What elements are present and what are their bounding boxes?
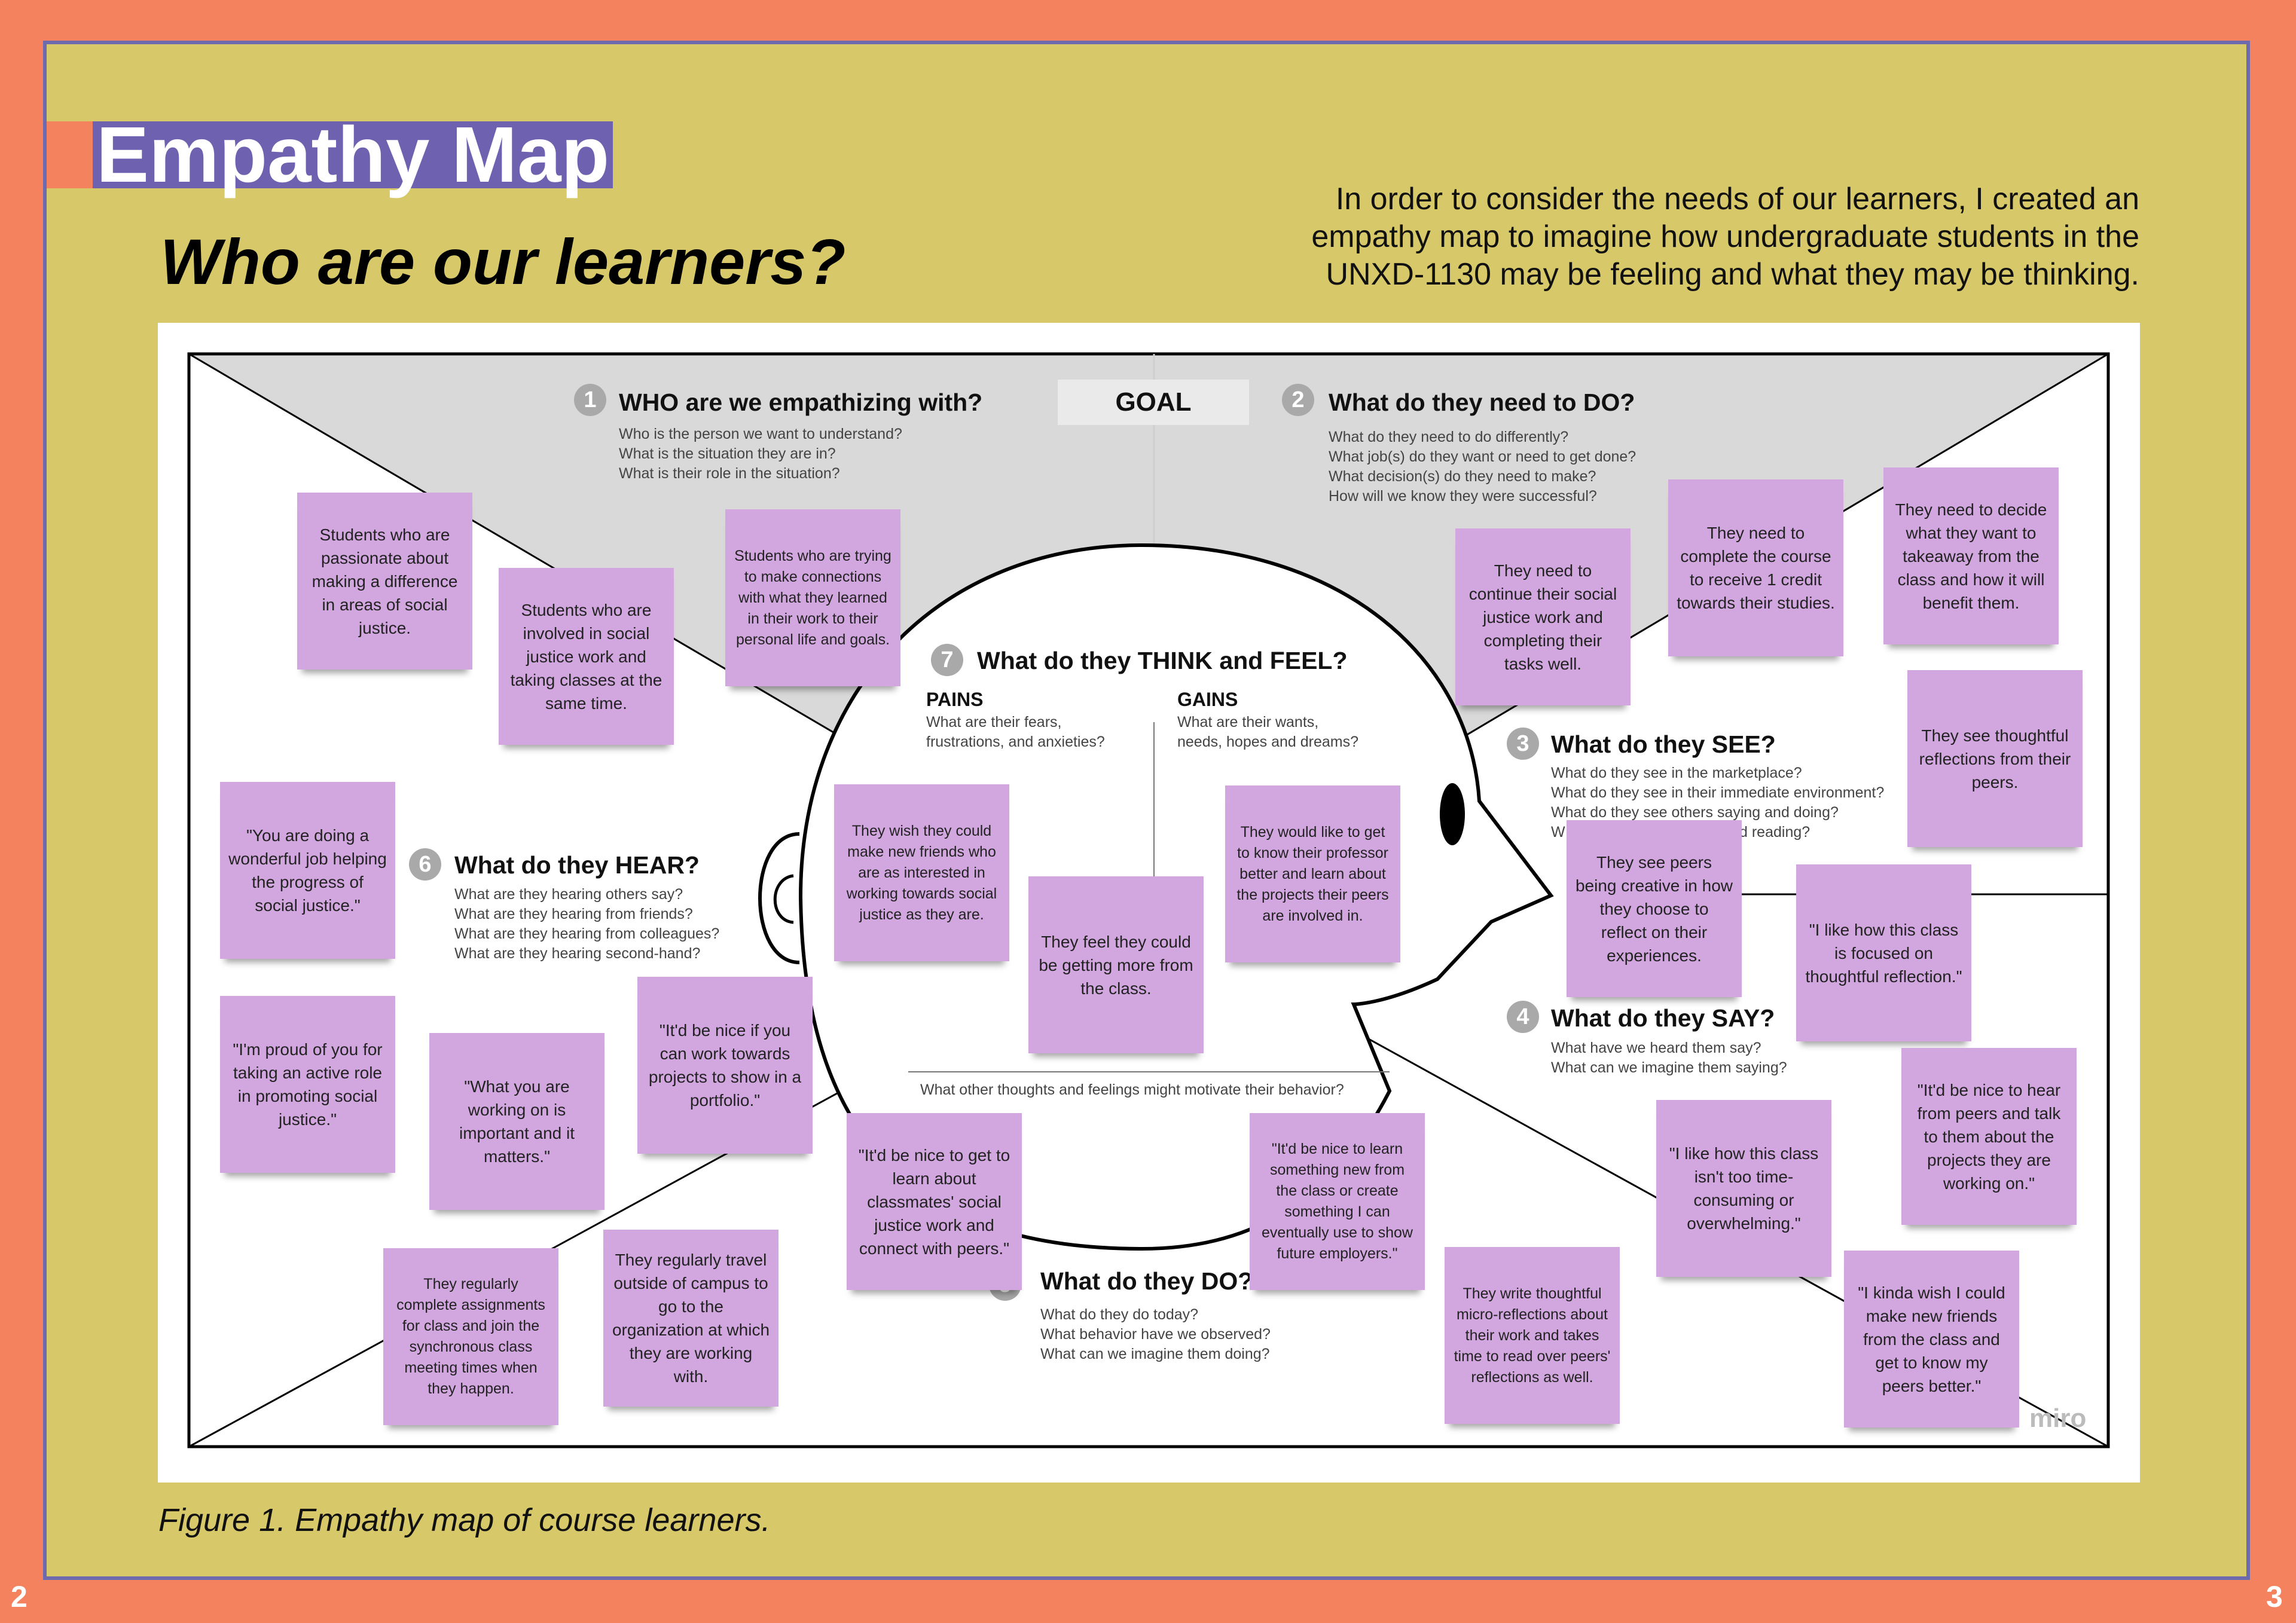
ear-icon <box>758 832 800 964</box>
page-number-right: 3 <box>2266 1580 2283 1613</box>
who-heading: WHO are we empathizing with? <box>619 389 983 416</box>
gains-questions: What are their wants, needs, hopes and d… <box>1177 713 1358 752</box>
intro-line: In order to consider the needs of our le… <box>1335 182 2139 216</box>
sticky-note-who-1: Students who are passionate about making… <box>297 493 472 670</box>
question: frustrations, and anxieties? <box>926 733 1105 750</box>
question: W <box>1551 824 1565 840</box>
say-heading: What do they SAY? <box>1551 1004 1775 1032</box>
question: What do they see in their immediate envi… <box>1551 784 1885 801</box>
sticky-note-pain-1: They wish they could make new friends wh… <box>834 784 1009 961</box>
sticky-note-hear-3: "What you are working on is important an… <box>429 1033 604 1210</box>
gains-label: GAINS <box>1177 689 1238 710</box>
question: What do they need to do differently? <box>1329 429 1569 445</box>
page-subtitle: Who are our learners? <box>160 225 846 298</box>
sticky-note-who-3: Students who are trying to make connecti… <box>725 509 900 686</box>
goal-label: GOAL <box>1058 380 1249 425</box>
ear-inner-icon <box>773 874 794 924</box>
sticky-note-motive-2: "It'd be nice to learn something new fro… <box>1250 1113 1425 1290</box>
question: What do they see others saying and doing… <box>1551 804 1839 821</box>
figure-caption: Figure 1. Empathy map of course learners… <box>158 1502 771 1538</box>
do-need-questions: What do they need to do differently? Wha… <box>1329 427 1636 506</box>
question: What are they hearing from colleagues? <box>454 925 720 942</box>
question: How will we know they were successful? <box>1329 488 1597 505</box>
sticky-note-see-1: They see thoughtful reflections from the… <box>1907 670 2083 847</box>
question: Who is the person we want to understand? <box>619 426 902 442</box>
question: What is the situation they are in? <box>619 445 836 462</box>
sticky-note-need-2: They need to complete the course to rece… <box>1668 479 1843 656</box>
who-questions: Who is the person we want to understand?… <box>619 424 902 484</box>
empathy-map-board: GOAL 1 WHO are we empathizing with? Who … <box>158 323 2140 1483</box>
sticky-note-say-3: "I like how this class isn't too time-co… <box>1656 1100 1831 1277</box>
do-today-heading: What do they DO? <box>1040 1267 1253 1295</box>
section-number-3: 3 <box>1507 728 1539 760</box>
sticky-note-hear-2: "I'm proud of you for taking an active r… <box>220 996 395 1173</box>
question: What are they hearing from friends? <box>454 906 693 922</box>
sticky-note-pain-2: They feel they could be getting more fro… <box>1028 876 1204 1053</box>
section-number-2: 2 <box>1282 384 1314 416</box>
say-questions: What have we heard them say? What can we… <box>1551 1038 1787 1078</box>
question: What can we imagine them saying? <box>1551 1059 1787 1076</box>
question: What are their fears, <box>926 714 1062 730</box>
miro-watermark: miro <box>2029 1404 2087 1433</box>
question: What are their wants, <box>1177 714 1319 730</box>
sticky-note-who-2: Students who are involved in social just… <box>499 568 674 745</box>
question: What do they see in the marketplace? <box>1551 765 1802 781</box>
question: What job(s) do they want or need to get … <box>1329 448 1636 465</box>
question: What are they hearing second-hand? <box>454 945 701 962</box>
title-accent-bar <box>47 121 94 188</box>
sticky-note-say-1: "I like how this class is focused on tho… <box>1796 864 1971 1041</box>
question: d reading? <box>1739 824 1810 840</box>
see-heading: What do they SEE? <box>1551 730 1776 758</box>
sticky-note-need-3: They need to decide what they want to ta… <box>1883 467 2059 644</box>
section-number-6: 6 <box>409 848 441 881</box>
sticky-note-do-1: They regularly complete assignments for … <box>383 1248 558 1425</box>
sticky-note-gain-1: They would like to get to know their pro… <box>1225 785 1400 962</box>
think-feel-heading: What do they THINK and FEEL? <box>977 647 1348 674</box>
eye-icon <box>1440 783 1465 845</box>
section-number-1: 1 <box>574 384 606 416</box>
motivation-question: What other thoughts and feelings might m… <box>920 1081 1344 1098</box>
sticky-note-do-2: They regularly travel outside of campus … <box>603 1230 778 1407</box>
sticky-note-hear-4: "It'd be nice if you can work towards pr… <box>637 977 813 1154</box>
page-number-left: 2 <box>11 1580 28 1613</box>
intro-line: empathy map to imagine how undergraduate… <box>1311 219 2139 254</box>
sticky-note-say-2: "It'd be nice to hear from peers and tal… <box>1901 1048 2077 1225</box>
sticky-note-hear-1: "You are doing a wonderful job helping t… <box>220 782 395 959</box>
sticky-note-see-2: They see peers being creative in how the… <box>1567 820 1742 997</box>
see-questions: What do they see in the marketplace? Wha… <box>1551 763 1884 842</box>
question: What behavior have we observed? <box>1040 1326 1271 1343</box>
do-need-heading: What do they need to DO? <box>1329 389 1635 416</box>
hear-questions: What are they hearing others say? What a… <box>454 885 719 964</box>
sticky-note-do-3: They write thoughtful micro-reflections … <box>1445 1247 1620 1424</box>
pains-label: PAINS <box>926 689 984 710</box>
section-number-4: 4 <box>1507 1001 1539 1033</box>
page-title: Empathy Map <box>93 115 613 194</box>
hear-heading: What do they HEAR? <box>454 851 700 879</box>
sticky-note-motive-1: "It'd be nice to get to learn about clas… <box>847 1113 1022 1290</box>
question: What is their role in the situation? <box>619 465 840 482</box>
question: What can we imagine them doing? <box>1040 1346 1270 1362</box>
do-today-questions: What do they do today? What behavior hav… <box>1040 1305 1271 1364</box>
map-border <box>187 352 2110 1448</box>
question: What decision(s) do they need to make? <box>1329 468 1596 485</box>
section-number-7: 7 <box>931 644 963 676</box>
question: What have we heard them say? <box>1551 1040 1761 1056</box>
sticky-note-need-1: They need to continue their social justi… <box>1455 528 1631 705</box>
pains-questions: What are their fears, frustrations, and … <box>926 713 1105 752</box>
intro-text: In order to consider the needs of our le… <box>1106 181 2139 294</box>
sticky-note-say-4: "I kinda wish I could make new friends f… <box>1844 1251 2019 1428</box>
question: What are they hearing others say? <box>454 886 683 903</box>
intro-line: UNXD-1130 may be feeling and what they m… <box>1326 257 2139 292</box>
question: What do they do today? <box>1040 1306 1199 1323</box>
question: needs, hopes and dreams? <box>1177 733 1358 750</box>
